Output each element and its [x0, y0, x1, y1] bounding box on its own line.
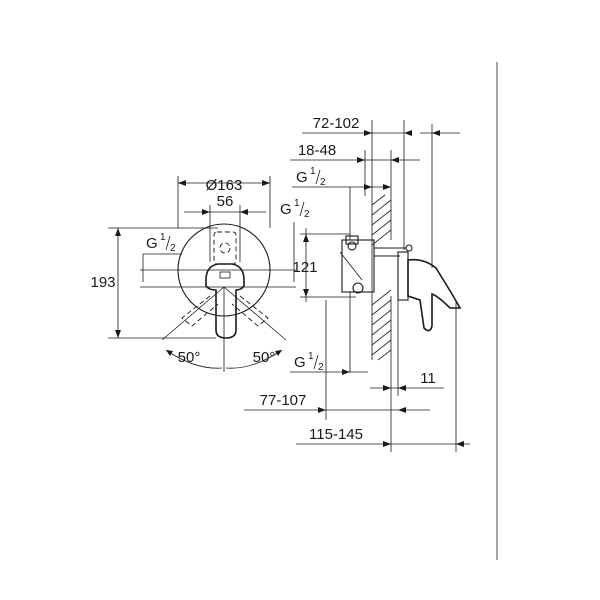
- dim-77-107-label: 77-107: [260, 392, 307, 409]
- angle-left-line: [161, 286, 225, 341]
- angle-right-label: 50°: [253, 349, 276, 366]
- arrow-top-handle: [432, 130, 440, 136]
- angle-right-arrow: [275, 350, 282, 356]
- thread-left-num: 1: [160, 232, 166, 243]
- valve-upper-port: [347, 241, 357, 251]
- dim-72-102-label: 72-102: [313, 115, 360, 132]
- cartridge-center: [219, 242, 231, 254]
- thread-left-g: G: [146, 235, 158, 252]
- arrow-thread-bottom: [342, 369, 350, 375]
- arrow-72-102: [364, 130, 372, 136]
- angle-left-arrow: [166, 350, 173, 356]
- arrow-56-left: [202, 209, 210, 215]
- front-view: Ø163 56 193 G 1 2 G 1 2: [90, 176, 310, 372]
- thread-right-num: 1: [294, 198, 300, 209]
- dim-18-48-label: 18-48: [298, 142, 336, 159]
- thread-right-slash: [299, 201, 305, 217]
- thread-bottom-den: 2: [318, 362, 324, 373]
- thread-top-g: G: [296, 169, 308, 186]
- thread-top-den: 2: [320, 177, 326, 188]
- arrow-77-107-left: [318, 407, 326, 413]
- stem-end: [405, 244, 413, 252]
- arrow-18-48-right: [391, 157, 399, 163]
- dim-56-label: 56: [217, 193, 234, 210]
- arrow-thread-top: [364, 184, 372, 190]
- angle-left-label: 50°: [178, 349, 201, 366]
- thread-right-den: 2: [304, 209, 310, 220]
- thread-right-g: G: [280, 201, 292, 218]
- thread-top-slash: [315, 169, 321, 185]
- dim-121-label: 121: [292, 259, 317, 276]
- arrow-11-left: [383, 385, 391, 391]
- thread-bottom-num: 1: [308, 351, 314, 362]
- handle-logo: [219, 271, 231, 279]
- dim-diameter-label: Ø163: [206, 177, 243, 194]
- handle-ghost-right: [231, 295, 269, 327]
- arrow-121-bottom: [303, 289, 309, 297]
- arrow-121-top: [303, 234, 309, 242]
- dim-115-145-label: 115-145: [309, 426, 363, 443]
- handle-ghost-left: [181, 295, 219, 327]
- thread-left-slash: [165, 235, 171, 251]
- angle-right-line: [223, 286, 287, 341]
- arrow-193-top: [115, 228, 121, 236]
- arrow-115-145-right: [456, 441, 464, 447]
- arrow-163-right: [262, 180, 270, 186]
- arrow-115-145-left: [383, 441, 391, 447]
- thread-bottom-slash: [313, 354, 319, 370]
- side-view: 72-102 18-48 G 1 2 121 G 1 2: [244, 115, 470, 452]
- lever-handle: [407, 258, 462, 332]
- thread-bottom-g: G: [294, 354, 306, 371]
- wall-hatch: [371, 194, 392, 361]
- valve-body: [341, 239, 375, 293]
- arrow-thread-top-r: [383, 184, 391, 190]
- dim-193-label: 193: [90, 274, 115, 291]
- arrow-11-right: [398, 385, 406, 391]
- arrow-77-107-right: [398, 407, 406, 413]
- cartridge-outline: [213, 231, 237, 265]
- arrow-56-right: [240, 209, 248, 215]
- thread-top-num: 1: [310, 166, 316, 177]
- valve-top-port: [345, 235, 359, 245]
- valve-diag: [339, 251, 363, 281]
- arrow-163-left: [178, 180, 186, 186]
- handle-outline: [205, 263, 245, 339]
- valve-lower-port: [352, 282, 364, 294]
- dim-11-label: 11: [420, 370, 436, 387]
- arrow-193-bottom: [115, 330, 121, 338]
- rosette-plate: [397, 251, 409, 301]
- thread-left-den: 2: [170, 243, 176, 254]
- arrow-18-48-left: [357, 157, 365, 163]
- arrow-72-102-right: [404, 130, 412, 136]
